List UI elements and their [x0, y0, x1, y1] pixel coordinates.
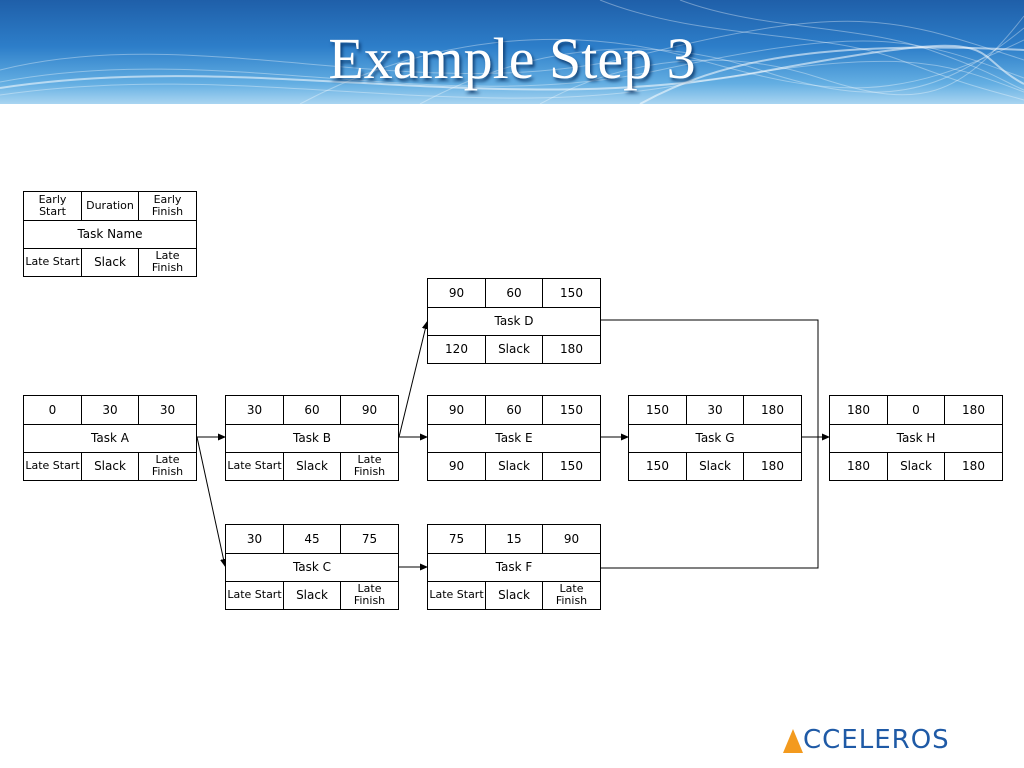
- task-node-d: 90 60 150 Task D 120 Slack 180: [427, 278, 601, 364]
- task-name: Task C: [292, 560, 332, 574]
- early-finish: 30: [159, 403, 176, 417]
- task-name: Task A: [91, 431, 129, 445]
- early-finish: 150: [560, 286, 583, 300]
- late-finish: Late Finish: [353, 582, 386, 607]
- late-start: Late Start: [226, 452, 284, 480]
- task-name: Task B: [293, 431, 331, 445]
- legend-slack: Slack: [82, 248, 139, 276]
- task-node-c: 30 45 75 Task C Late Start Slack Late Fi…: [225, 524, 399, 610]
- slide-title: Example Step 3: [328, 26, 696, 91]
- legend-early-finish: Early Finish: [151, 193, 184, 218]
- slack: Slack: [486, 335, 543, 363]
- late-finish: 180: [560, 342, 583, 356]
- early-finish: 90: [361, 403, 378, 417]
- early-start: 90: [428, 279, 486, 307]
- duration: 30: [687, 396, 744, 424]
- task-node-g: 150 30 180 Task G 150 Slack 180: [628, 395, 802, 481]
- early-start: 75: [428, 525, 486, 553]
- duration: 0: [888, 396, 945, 424]
- arrow-a-to-c: [196, 436, 227, 567]
- late-start: Late Start: [428, 581, 486, 609]
- slack: Slack: [687, 452, 744, 480]
- late-finish: 180: [761, 459, 784, 473]
- legend-task-name: Task Name: [77, 227, 143, 241]
- slack: Slack: [486, 452, 543, 480]
- duration: 30: [82, 396, 139, 424]
- logo-text: CCELEROS: [803, 725, 950, 755]
- legend-late-finish: Late Finish: [151, 249, 184, 274]
- duration: 60: [284, 396, 341, 424]
- late-finish: Late Finish: [555, 582, 588, 607]
- late-start: Late Start: [24, 452, 82, 480]
- duration: 45: [284, 525, 341, 553]
- early-finish: 150: [560, 403, 583, 417]
- legend-late-start: Late Start: [24, 248, 82, 276]
- legend-early-start: Early Start: [24, 192, 82, 220]
- early-start: 30: [226, 525, 284, 553]
- early-start: 180: [830, 396, 888, 424]
- task-name: Task E: [495, 431, 533, 445]
- banner-wave-graphic: [0, 0, 1024, 104]
- duration: 60: [486, 396, 543, 424]
- late-finish: Late Finish: [353, 453, 386, 478]
- legend-node: Early Start Duration Early Finish Task N…: [23, 191, 197, 277]
- slack: Slack: [486, 581, 543, 609]
- slack: Slack: [284, 581, 341, 609]
- early-finish: 180: [761, 403, 784, 417]
- task-node-h: 180 0 180 Task H 180 Slack 180: [829, 395, 1003, 481]
- title-banner: Example Step 3: [0, 0, 1024, 104]
- late-finish: 180: [962, 459, 985, 473]
- task-node-e: 90 60 150 Task E 90 Slack 150: [427, 395, 601, 481]
- task-node-f: 75 15 90 Task F Late Start Slack Late Fi…: [427, 524, 601, 610]
- task-name: Task G: [695, 431, 735, 445]
- duration: 60: [486, 279, 543, 307]
- late-start: 90: [428, 452, 486, 480]
- slack: Slack: [284, 452, 341, 480]
- duration: 15: [486, 525, 543, 553]
- logo-a-triangle-icon: [783, 729, 803, 753]
- early-finish: 90: [563, 532, 580, 546]
- early-start: 90: [428, 396, 486, 424]
- early-start: 30: [226, 396, 284, 424]
- arrow-b-to-d: [398, 321, 429, 438]
- late-start: 150: [629, 452, 687, 480]
- late-finish: 150: [560, 459, 583, 473]
- task-name: Task H: [896, 431, 936, 445]
- late-finish: Late Finish: [151, 453, 184, 478]
- early-finish: 180: [962, 403, 985, 417]
- early-finish: 75: [361, 532, 378, 546]
- late-start: Late Start: [226, 581, 284, 609]
- acceleros-logo: CCELEROS: [782, 724, 972, 756]
- task-name: Task D: [494, 314, 534, 328]
- slack: Slack: [82, 452, 139, 480]
- early-start: 150: [629, 396, 687, 424]
- task-name: Task F: [495, 560, 533, 574]
- late-start: 120: [428, 335, 486, 363]
- early-start: 0: [24, 396, 82, 424]
- legend-duration: Duration: [82, 192, 139, 220]
- task-node-b: 30 60 90 Task B Late Start Slack Late Fi…: [225, 395, 399, 481]
- task-node-a: 0 30 30 Task A Late Start Slack Late Fin…: [23, 395, 197, 481]
- slack: Slack: [888, 452, 945, 480]
- late-start: 180: [830, 452, 888, 480]
- arrow-f-to-h: [601, 437, 819, 569]
- arrow-d-to-h: [601, 319, 819, 437]
